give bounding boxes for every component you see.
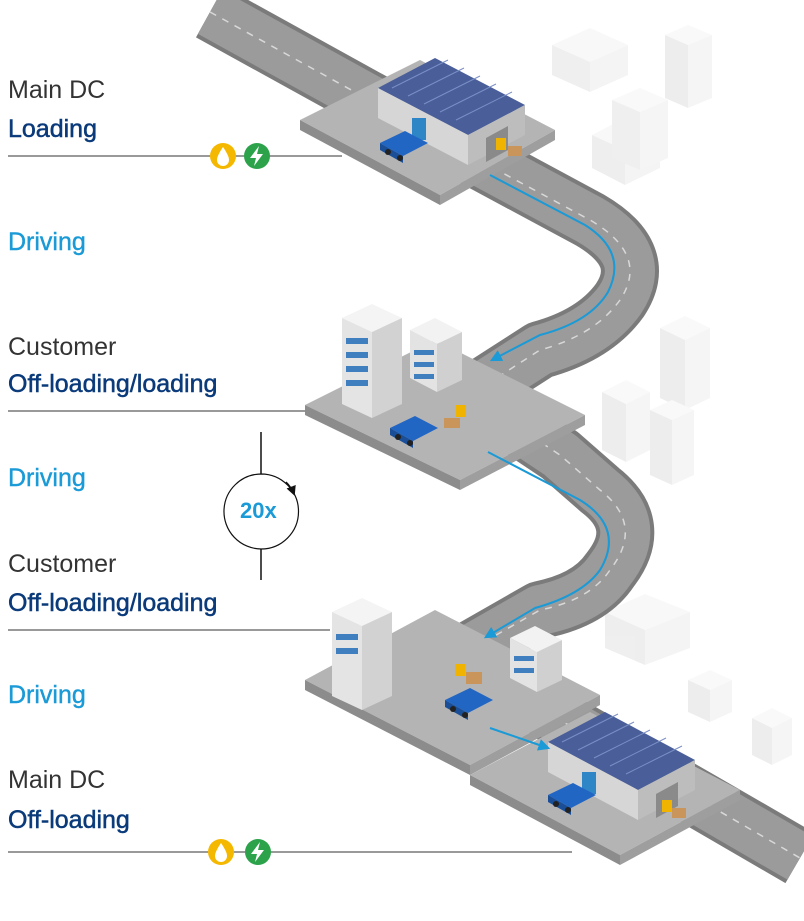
location-label-main-dc: Main DC <box>8 766 106 794</box>
energy-icons-top <box>210 143 270 169</box>
delivery-van <box>380 131 428 163</box>
driving-label: Driving <box>8 228 86 256</box>
bg-building <box>665 25 712 108</box>
road <box>195 0 804 884</box>
divider-lines <box>8 155 572 853</box>
action-label-offloading-loading: Off-loading/loading <box>8 370 218 398</box>
driving-label: Driving <box>8 681 86 709</box>
action-label-offloading: Off-loading <box>8 806 130 834</box>
forklift <box>496 138 522 156</box>
forklift <box>444 405 466 428</box>
route-arrow <box>489 174 616 362</box>
bg-building <box>688 670 732 722</box>
office-building-2 <box>332 598 562 710</box>
route-arrows <box>483 174 616 751</box>
forklift <box>455 664 482 684</box>
action-label-loading: Loading <box>8 115 97 143</box>
location-label-customer: Customer <box>8 333 117 361</box>
location-label-customer: Customer <box>8 550 117 578</box>
warehouse-top <box>378 58 525 165</box>
loop-indicator <box>223 432 300 580</box>
bg-building <box>605 594 690 665</box>
route-arrow <box>489 727 551 751</box>
bg-building <box>660 316 710 410</box>
location-label-main-dc: Main DC <box>8 76 106 104</box>
energy-icons-bottom <box>208 839 271 865</box>
bg-building <box>602 380 650 462</box>
forklift <box>662 800 686 818</box>
bg-building <box>752 708 792 765</box>
bg-building <box>650 400 694 485</box>
bg-building <box>552 28 628 92</box>
route-arrow <box>483 451 610 639</box>
loop-arrow <box>285 481 296 496</box>
office-building-1 <box>342 304 462 418</box>
delivery-van <box>390 416 438 448</box>
action-label-offloading-loading: Off-loading/loading <box>8 589 218 617</box>
delivery-van <box>548 783 596 815</box>
loop-count-label: 20x <box>240 498 277 523</box>
bg-building <box>612 88 668 170</box>
driving-label: Driving <box>8 464 86 492</box>
delivery-van <box>445 688 493 720</box>
background-buildings <box>552 25 792 765</box>
